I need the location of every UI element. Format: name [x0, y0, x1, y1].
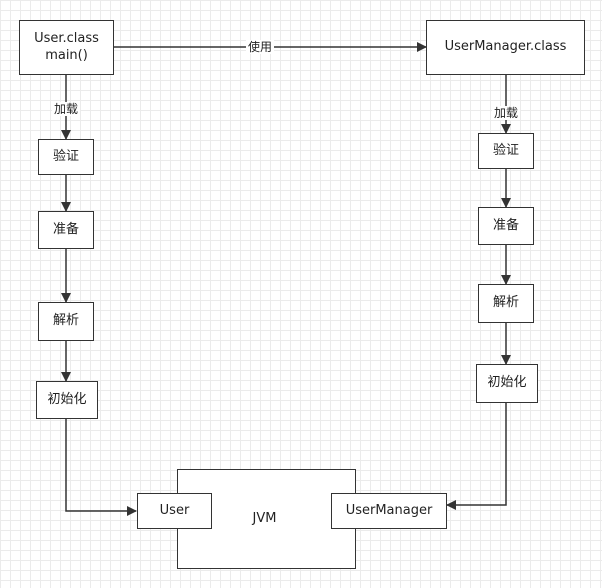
left-resolve-label: 解析	[52, 313, 79, 329]
jvm-user-label: User	[159, 502, 190, 518]
user-class-label: User.class	[34, 31, 99, 47]
left-load-label: 加载	[52, 102, 81, 116]
left-verify-box: 验证	[38, 139, 94, 175]
right-load-label: 加载	[492, 106, 521, 120]
jvm-usermanager-label: UserManager	[345, 502, 433, 518]
right-verify-label: 验证	[492, 142, 519, 158]
right-resolve-label: 解析	[492, 295, 519, 311]
main-method-label: main()	[45, 47, 88, 63]
right-init-box: 初始化	[476, 364, 538, 403]
left-resolve-box: 解析	[38, 302, 94, 341]
right-init-label: 初始化	[487, 375, 527, 391]
jvm-label: JVM	[252, 510, 277, 526]
left-verify-label: 验证	[52, 148, 79, 164]
left-init-box: 初始化	[36, 381, 98, 419]
jvm-usermanager-box: UserManager	[331, 493, 447, 529]
right-verify-box: 验证	[478, 133, 534, 169]
user-class-box: User.class main()	[19, 20, 114, 75]
right-resolve-box: 解析	[478, 284, 534, 323]
uses-label: 使用	[246, 40, 275, 54]
edge-left-init-to-user	[65, 419, 137, 516]
usermanager-class-label: UserManager.class	[444, 39, 567, 55]
left-prepare-box: 准备	[38, 211, 94, 249]
left-init-label: 初始化	[47, 391, 87, 407]
usermanager-class-box: UserManager.class	[426, 20, 585, 75]
edge-right-init-to-usermanager	[446, 403, 507, 510]
right-prepare-box: 准备	[478, 207, 534, 245]
jvm-user-box: User	[137, 493, 212, 529]
left-prepare-label: 准备	[52, 221, 79, 237]
right-prepare-label: 准备	[492, 217, 519, 233]
